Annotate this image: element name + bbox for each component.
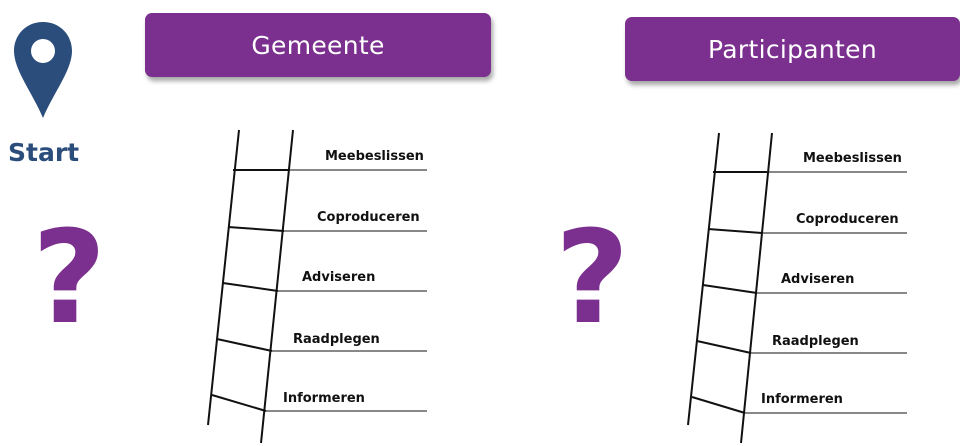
ladder-rung bbox=[702, 284, 758, 294]
ladder-rung bbox=[691, 396, 746, 414]
step-label: Meebeslissen bbox=[803, 151, 902, 166]
question-mark-left: ? bbox=[32, 204, 107, 353]
ladder-participanten: Meebeslissen Coproduceren Adviseren Raad… bbox=[687, 132, 907, 444]
step-label: Informeren bbox=[283, 391, 365, 406]
ladder-rung bbox=[707, 228, 763, 234]
ladder-rung bbox=[696, 340, 752, 354]
header-gemeente: Gemeente bbox=[145, 13, 491, 77]
ladder-rail-right bbox=[260, 129, 294, 444]
map-pin-icon bbox=[14, 22, 72, 118]
step-label: Coproduceren bbox=[317, 210, 420, 225]
ladder-rung bbox=[216, 338, 273, 352]
step-label: Raadplegen bbox=[772, 334, 859, 349]
ladder-gemeente: Meebeslissen Coproduceren Adviseren Raad… bbox=[207, 129, 427, 444]
step-label: Raadplegen bbox=[293, 332, 380, 347]
step-label: Meebeslissen bbox=[325, 149, 424, 164]
ladder-rail-left bbox=[687, 132, 720, 426]
ladder-rail-right bbox=[740, 132, 773, 444]
ladder-rung bbox=[211, 394, 267, 412]
question-mark-right: ? bbox=[555, 204, 630, 353]
step-label: Informeren bbox=[761, 392, 843, 407]
header-participanten: Participanten bbox=[625, 17, 960, 81]
step-label: Adviseren bbox=[302, 270, 375, 285]
ladder-rung bbox=[222, 282, 279, 292]
step-label: Coproduceren bbox=[796, 212, 899, 227]
ladder-rail-left bbox=[207, 129, 240, 426]
step-label: Adviseren bbox=[781, 272, 854, 287]
ladder-rung bbox=[227, 226, 285, 232]
start-label: Start bbox=[8, 138, 80, 167]
